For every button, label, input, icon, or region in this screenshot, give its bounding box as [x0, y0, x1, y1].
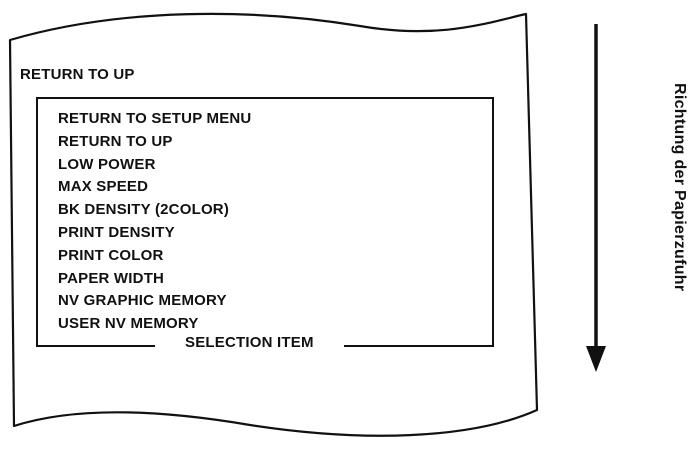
paper-sheet-outline [8, 12, 539, 437]
feed-direction-label: Richtung der Papierzufuhr [671, 83, 688, 292]
down-arrow-icon [586, 346, 606, 372]
menu-item: RETURN TO SETUP MENU [58, 110, 252, 127]
paper-title: RETURN TO UP [20, 66, 135, 83]
menu-item: NV GRAPHIC MEMORY [58, 292, 227, 310]
menu-list: RETURN TO SETUP MENU RETURN TO UP LOW PO… [58, 108, 251, 336]
menu-item: RETURN TO UP [58, 132, 173, 150]
menu-item: LOW POWER [58, 155, 156, 173]
selection-item-caption: SELECTION ITEM [155, 334, 344, 352]
menu-item: PRINT DENSITY [58, 223, 175, 241]
menu-item: PAPER WIDTH [58, 269, 165, 287]
menu-item: BK DENSITY (2COLOR) [58, 201, 230, 219]
menu-item: MAX SPEED [58, 178, 149, 196]
menu-item: USER NV MEMORY [58, 315, 199, 333]
menu-item: PRINT COLOR [58, 246, 164, 264]
